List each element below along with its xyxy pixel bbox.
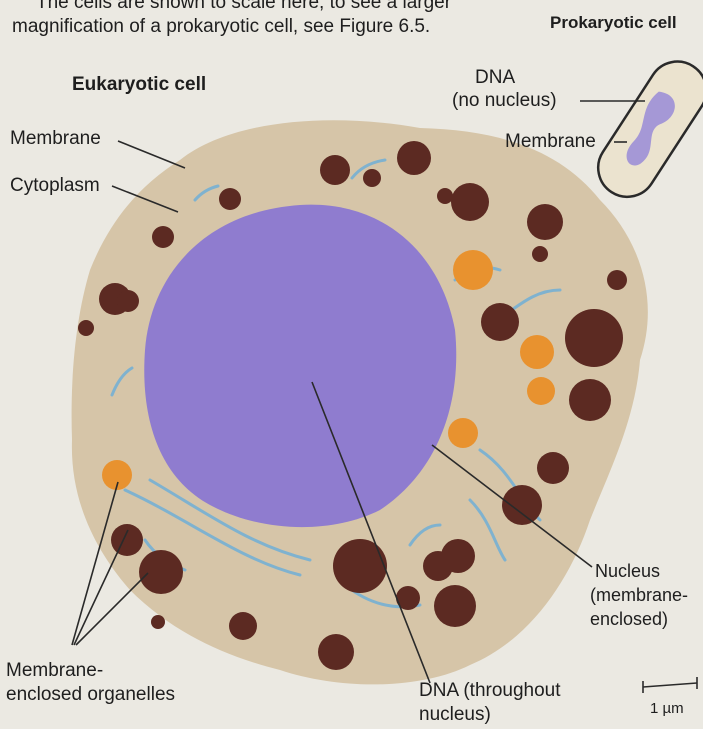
organelle-dark-27 xyxy=(532,246,548,262)
leader-organelle-3 xyxy=(76,573,148,645)
leader-euk-membrane xyxy=(118,141,185,168)
eukaryotic-cell-title: Eukaryotic cell xyxy=(72,74,206,96)
organelle-dark-0 xyxy=(320,155,350,185)
organelle-dark-15 xyxy=(502,485,542,525)
organelle-dark-7 xyxy=(152,226,174,248)
organelle-dark-2 xyxy=(397,141,431,175)
pro-dna-label-2: (no nucleus) xyxy=(452,90,557,112)
organelle-dark-6 xyxy=(219,188,241,210)
organelle-dark-4 xyxy=(527,204,563,240)
organelle-dark-10 xyxy=(78,320,94,336)
organelles-label-1: Membrane- xyxy=(6,660,103,682)
dna-throughout-label-1: DNA (throughout xyxy=(419,680,561,702)
organelle-dark-21 xyxy=(318,634,354,670)
organelle-dark-25 xyxy=(151,615,165,629)
nucleus xyxy=(144,205,456,527)
organelle-dark-17 xyxy=(423,551,453,581)
organelle-orange-3 xyxy=(448,418,478,448)
organelle-orange-0 xyxy=(453,250,493,290)
organelle-dark-1 xyxy=(363,169,381,187)
organelle-dark-26 xyxy=(607,270,627,290)
nucleus-label-3: enclosed) xyxy=(590,608,668,630)
organelle-orange-2 xyxy=(527,377,555,405)
organelle-dark-19 xyxy=(333,539,387,593)
organelle-dark-18 xyxy=(434,585,476,627)
organelle-dark-22 xyxy=(229,612,257,640)
dna-throughout-label-2: nucleus) xyxy=(419,704,491,726)
prokaryotic-cell xyxy=(587,50,703,207)
prokaryotic-cell-title: Prokaryotic cell xyxy=(550,12,677,34)
organelle-orange-1 xyxy=(520,335,554,369)
euk-membrane-label: Membrane xyxy=(10,128,101,150)
organelle-dark-13 xyxy=(569,379,611,421)
scale-bar xyxy=(643,677,697,693)
organelles-label-2: enclosed organelles xyxy=(6,684,175,706)
organelle-dark-11 xyxy=(481,303,519,341)
caption-line-1: The cells are shown to scale here; to se… xyxy=(36,0,451,14)
nucleus-label-2: (membrane- xyxy=(590,584,688,606)
pro-membrane-label: Membrane xyxy=(505,131,596,153)
pro-dna-label-1: DNA xyxy=(475,67,515,89)
nucleus-label-1: Nucleus xyxy=(595,560,660,582)
scale-bar-label: 1 µm xyxy=(650,698,684,720)
organelle-dark-12 xyxy=(565,309,623,367)
organelle-dark-14 xyxy=(537,452,569,484)
organelle-dark-24 xyxy=(111,524,143,556)
organelle-dark-23 xyxy=(139,550,183,594)
organelle-dark-9 xyxy=(117,290,139,312)
caption-line-2: magnification of a prokaryotic cell, see… xyxy=(12,16,430,38)
cytoplasm-label: Cytoplasm xyxy=(10,175,100,197)
organelle-dark-5 xyxy=(437,188,453,204)
organelle-dark-3 xyxy=(451,183,489,221)
